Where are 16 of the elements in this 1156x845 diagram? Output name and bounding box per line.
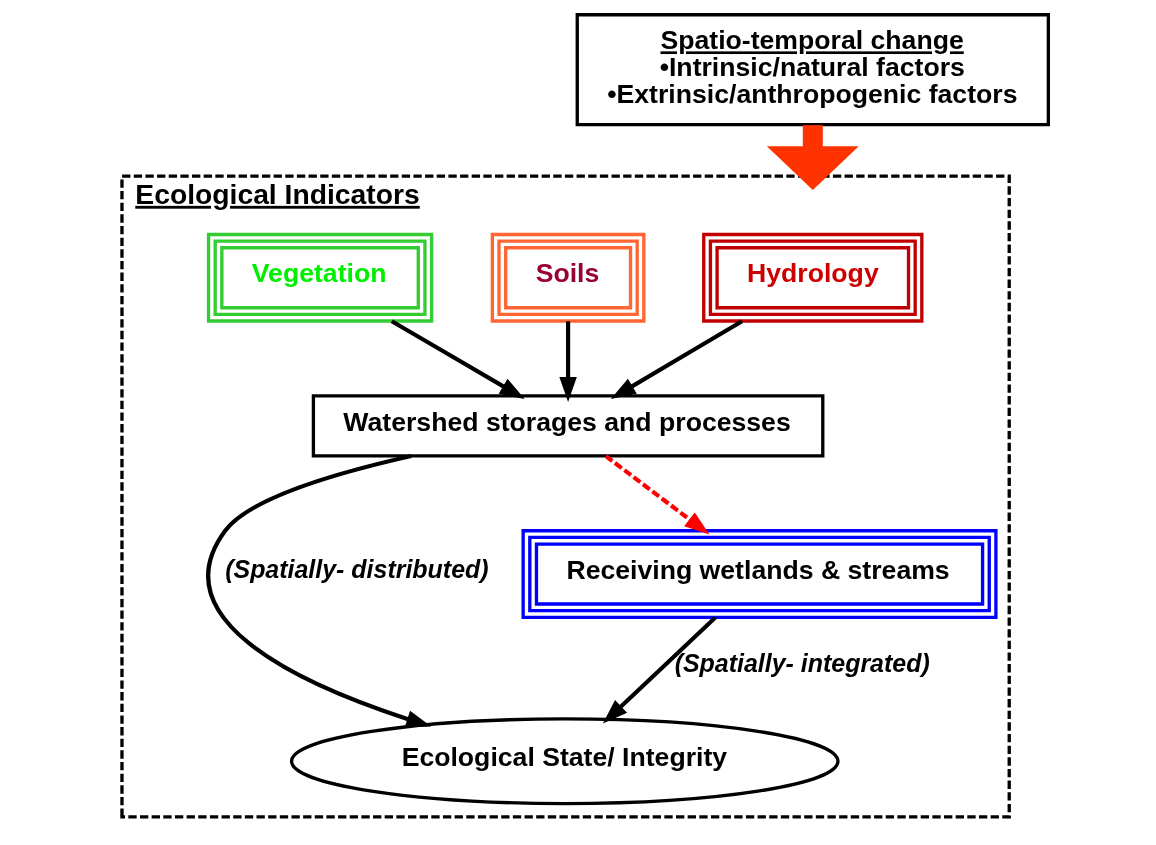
node-box: Watershed storages and processes [311, 394, 824, 458]
node-box: Hydrology [701, 232, 923, 323]
node-box: Receiving wetlands & streams [521, 529, 998, 619]
arrow [610, 319, 743, 399]
node-box: Soils [490, 232, 645, 323]
arrow [558, 321, 577, 403]
arrow [602, 615, 717, 724]
arrow [604, 454, 709, 535]
node-ellipse: Ecological State/ Integrity [289, 717, 840, 806]
edge-label: (Spatially- distributed) [224, 555, 489, 584]
node-box: Spatio-temporal change •Intrinsic/natural factors •Extrinsic/anthropogenic factors [575, 13, 1050, 127]
edge-label: (Spatially- integrated) [674, 649, 930, 678]
node-box: Vegetation [206, 232, 433, 323]
arrow [766, 125, 859, 190]
arrow [205, 453, 431, 728]
arrow [390, 319, 525, 399]
